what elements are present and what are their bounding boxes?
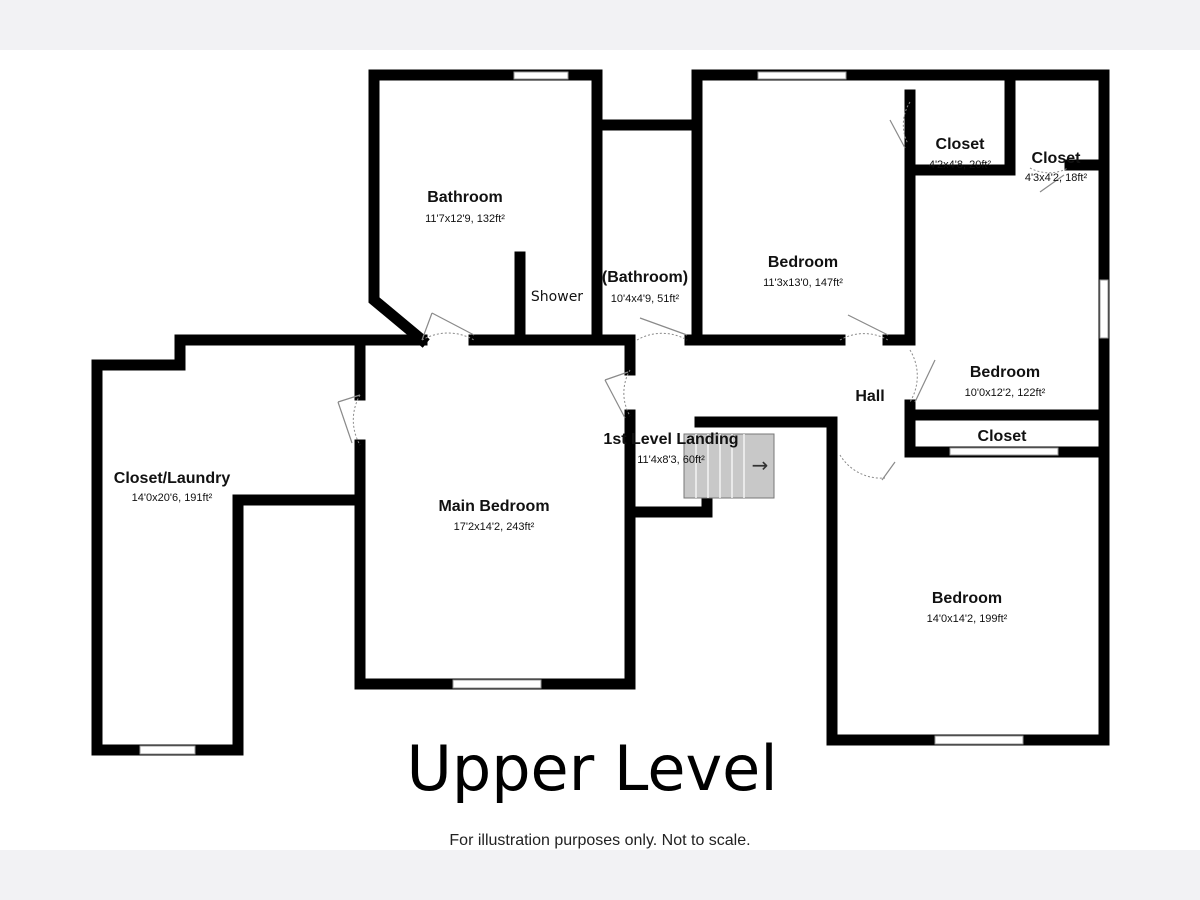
window-bedroom-bottom (934, 735, 1024, 745)
door-swing-main-bedroom (352, 394, 361, 446)
room-dims-landing: 11'4x8'3, 60ft² (637, 454, 705, 466)
door-swing-bathroom (421, 332, 475, 341)
room-name-hall: Hall (855, 388, 884, 405)
door-leaf-bathroom (421, 312, 433, 341)
wall-bedroom-top (691, 69, 1110, 421)
stairs: → (683, 433, 775, 499)
door-leaf-closet-a (889, 119, 906, 149)
wall-closet-laundry (91, 334, 366, 756)
door-swing-closet-b (1029, 167, 1069, 174)
stairs-fill (683, 433, 775, 499)
wall-bedroom-right-bottom (904, 399, 1110, 421)
door-swing-bedroom-bottom (839, 454, 886, 479)
window-closet-laundry (139, 745, 196, 755)
window-bedroom-top (757, 71, 847, 80)
stair-arrow: → (752, 453, 769, 477)
room-name-bathroom-small: (Bathroom) (602, 269, 688, 286)
room-dims-bedroom-bottom: 14'0x14'2, 199ft² (927, 613, 1008, 625)
room-name-landing: 1st Level Landing (603, 431, 738, 448)
room-name-shower: Shower (531, 289, 583, 305)
door-leaf-main-bedroom-2 (337, 401, 353, 444)
wall-bathroom (368, 69, 603, 348)
door-swing-closet-a (902, 101, 911, 145)
door-swing-bedroom-right (909, 349, 918, 403)
room-name-bedroom-top: Bedroom (768, 254, 838, 271)
floor-disclaimer: For illustration purposes only. Not to s… (449, 832, 750, 849)
door-leaf-bedroom-bottom (881, 461, 896, 481)
room-dims-closet-laundry: 14'0x20'6, 191ft² (132, 492, 213, 504)
room-dims-closet-b: 4'3x4'2, 18ft² (1025, 172, 1088, 184)
room-name-bathroom: Bathroom (427, 189, 503, 206)
window-main-bedroom (452, 679, 542, 689)
room-name-closet-b: Closet (1032, 150, 1082, 167)
door-leaf-bedroom-right (914, 359, 936, 403)
door-leaf-landing (604, 379, 626, 419)
wall-main-bedroom-left-lower (354, 439, 636, 690)
doors (337, 101, 1069, 481)
floor-title: Upper Level (406, 732, 777, 805)
window-closet-c-door (949, 447, 1059, 456)
door-swing-landing (623, 369, 631, 417)
room-dims-bathroom-small: 10'4x4'9, 51ft² (611, 293, 680, 305)
door-swing-bath-small (636, 332, 688, 341)
room-labels: Bathroom 11'7x12'9, 132ft² Shower (Bathr… (114, 136, 1088, 625)
room-dims-main-bedroom: 17'2x14'2, 243ft² (454, 521, 535, 533)
wall-landing-lower (624, 409, 713, 518)
door-leaf-bathroom-2 (431, 312, 475, 336)
door-swing-bedroom-top (839, 333, 889, 341)
room-dims-bedroom-top: 11'3x13'0, 147ft² (763, 277, 843, 289)
window-bedroom-right (1099, 279, 1109, 339)
door-leaf-main-bedroom (337, 394, 361, 403)
room-name-closet-c: Closet (978, 428, 1028, 445)
floor-plan-drawing: → Bathroom 11'7x12'9, 132ft² Shower (Bat… (91, 69, 1110, 849)
window-bathroom (513, 71, 569, 80)
wall-landing-top (694, 416, 838, 458)
room-name-closet-laundry: Closet/Laundry (114, 470, 231, 487)
door-leaf-closet-b (1039, 174, 1065, 193)
room-name-bedroom-right: Bedroom (970, 364, 1040, 381)
room-dims-bathroom: 11'7x12'9, 132ft² (425, 213, 505, 225)
room-name-closet-a: Closet (936, 136, 986, 153)
wall-bedroom-bottom (826, 416, 1110, 746)
room-name-main-bedroom: Main Bedroom (438, 498, 549, 515)
floor-plan-canvas: → Bathroom 11'7x12'9, 132ft² Shower (Bat… (0, 50, 1200, 850)
room-name-bedroom-bottom: Bedroom (932, 590, 1002, 607)
room-dims-bedroom-right: 10'0x12'2, 122ft² (965, 387, 1046, 399)
walls (91, 69, 1110, 756)
room-dims-closet-a: 4'2x4'8, 20ft² (929, 159, 992, 171)
door-leaf-landing-2 (604, 371, 629, 381)
door-leaf-bedroom-top (847, 314, 889, 336)
windows (139, 71, 1109, 755)
door-leaf-bath-small (639, 317, 688, 336)
